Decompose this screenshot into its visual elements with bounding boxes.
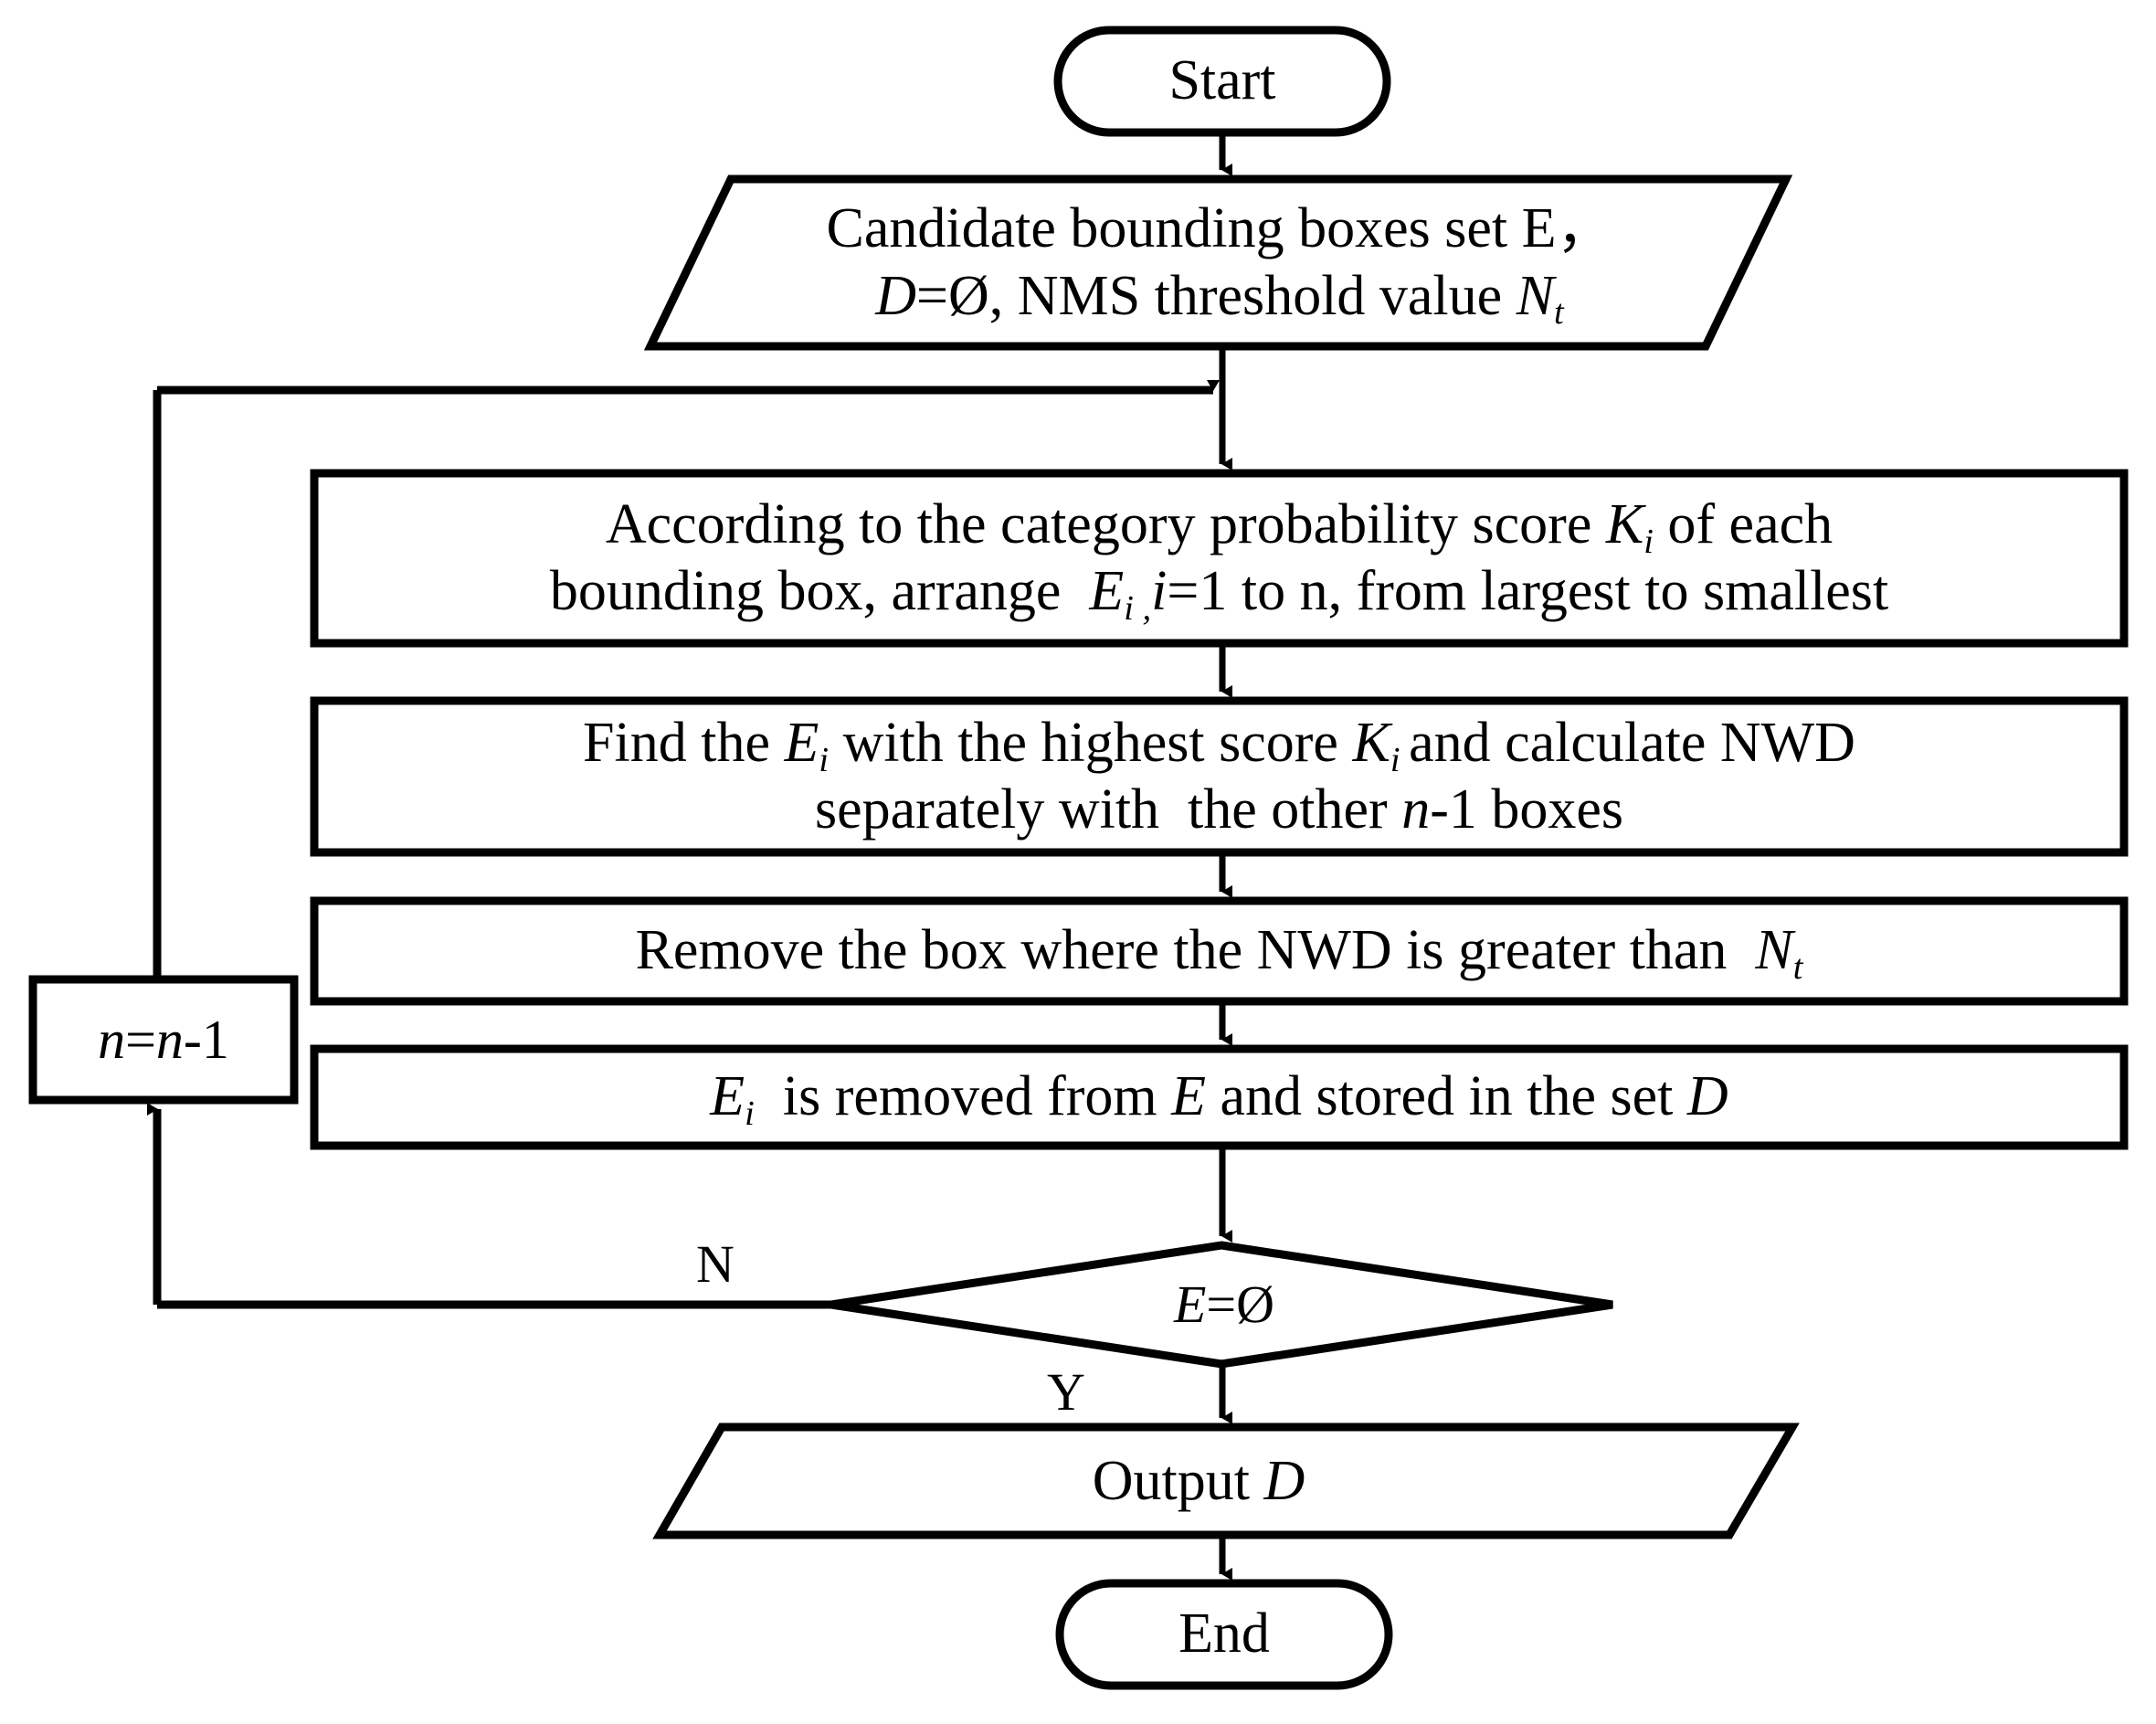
decrement-shape [28,975,299,1105]
input-parameters-shape [643,175,1793,351]
edge-label-yes: Y [1047,1362,1085,1422]
end-terminal-shape [1055,1579,1393,1690]
edge-label-no: N [696,1234,735,1294]
remove-box-shape [310,896,2129,1006]
output-d-shape [652,1423,1800,1539]
sort-boxes-shape [310,469,2129,648]
find-highest-shape [310,696,2129,857]
start-terminal-shape [1053,26,1391,137]
store-box-shape [310,1044,2129,1150]
decision-empty-shape [830,1241,1613,1369]
